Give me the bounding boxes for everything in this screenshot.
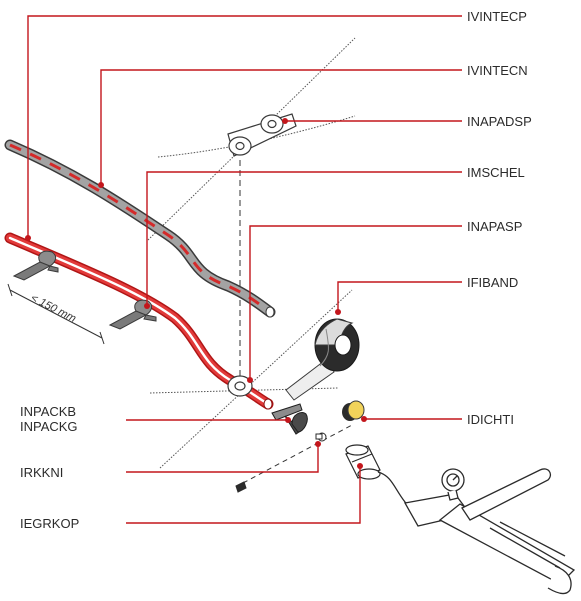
pipe-clamp-icon: [14, 251, 58, 280]
label-ifiband: IFIBAND: [467, 275, 518, 290]
leader-irkkni: [126, 444, 318, 472]
label-inapasp: INAPASP: [467, 219, 522, 234]
tape-roll-icon: [286, 319, 359, 400]
dimension-label: < 150 mm: [29, 292, 78, 325]
label-inpackb: INPACKB: [20, 404, 76, 419]
axis-dashed-line: [243, 425, 352, 483]
label-imschel: IMSCHEL: [467, 165, 525, 180]
label-inpackg: INPACKG: [20, 419, 78, 434]
leader-imschel: [147, 172, 462, 306]
label-inapadsp: INAPADSP: [467, 114, 532, 129]
coupler-icon: [346, 445, 380, 479]
leader-iegrkop: [126, 466, 360, 523]
pipe-grey-icon: [10, 145, 274, 317]
leader-ivintecp: [28, 16, 462, 238]
leader-ifiband: [338, 282, 462, 312]
grease-gun-icon: [378, 469, 574, 594]
dimension-marker: < 150 mm: [8, 284, 104, 344]
nipple-icon: [236, 433, 326, 492]
label-iegrkop: IEGRKOP: [20, 516, 79, 531]
label-ivintecp: IVINTECP: [467, 9, 527, 24]
sealing-plug-icon: [342, 401, 364, 421]
label-irkkni: IRKKNI: [20, 465, 63, 480]
label-ivintecn: IVINTECN: [467, 63, 528, 78]
label-idichti: IDICHTI: [467, 412, 514, 427]
